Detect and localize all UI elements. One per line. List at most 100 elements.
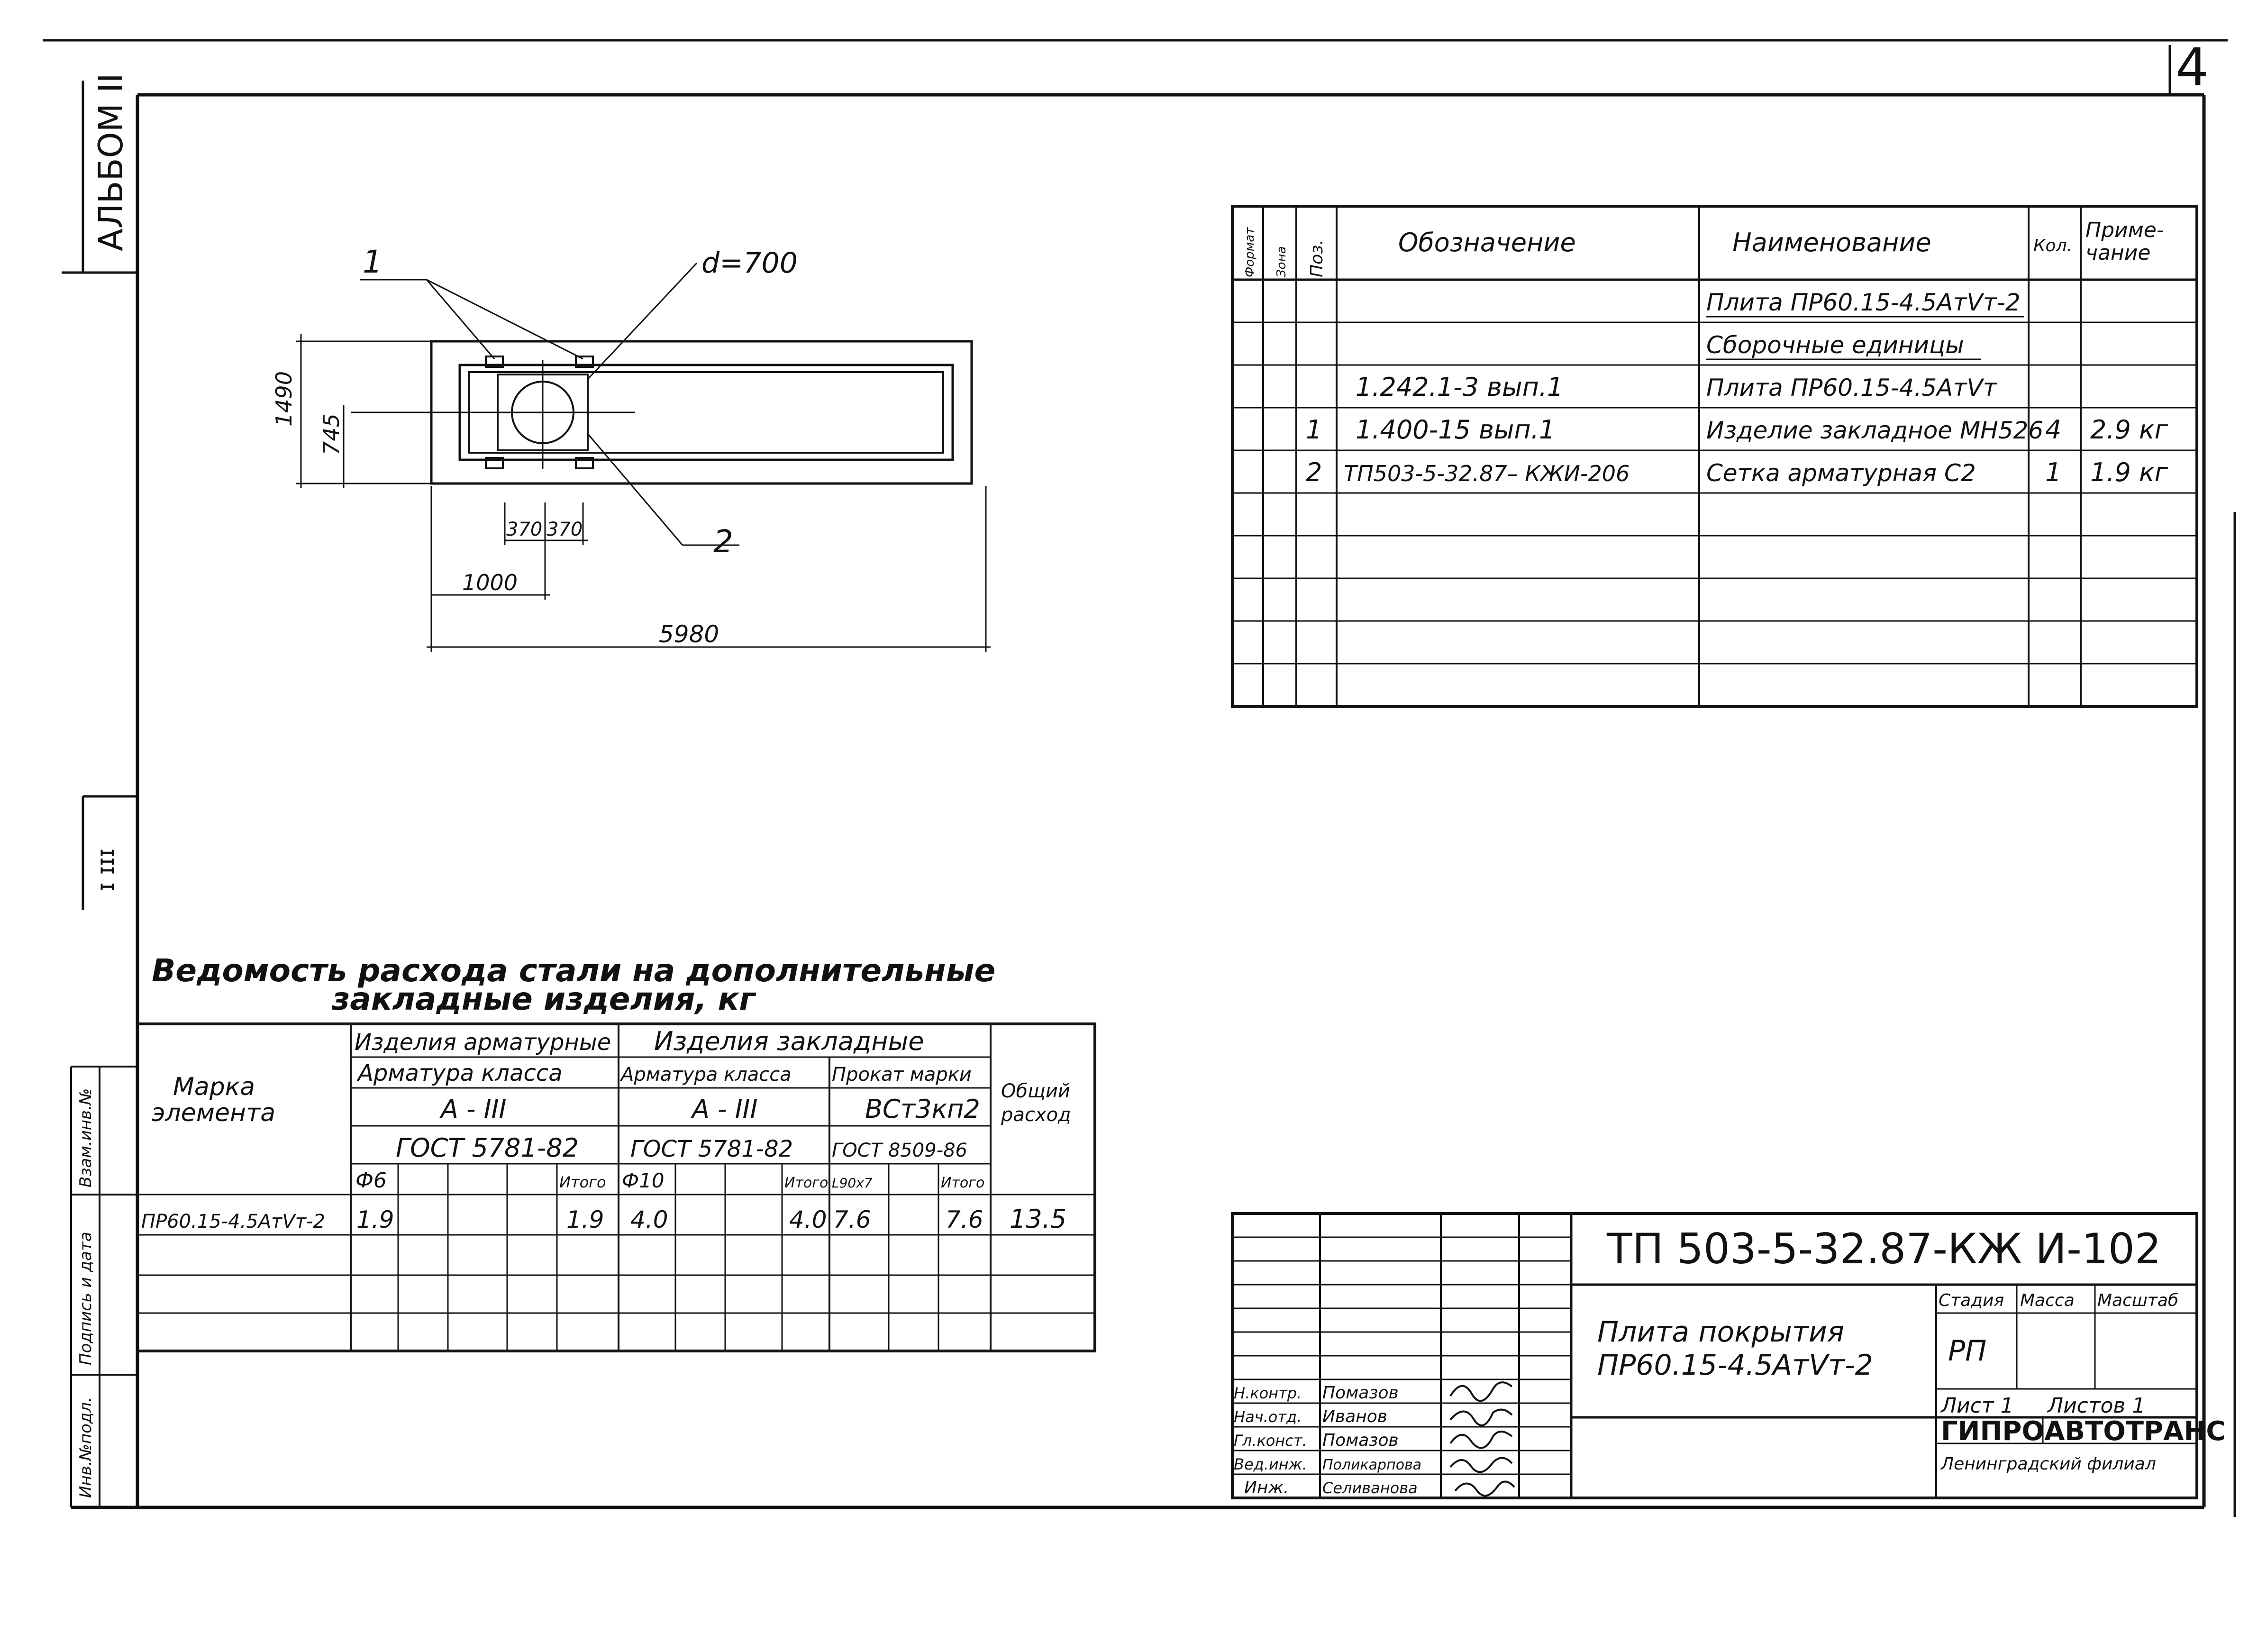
signatures — [1449, 1381, 1515, 1497]
steel-h-a3-1: А - III — [439, 1094, 507, 1124]
spec-row-2-name: Плита ПР60.15-4.5АтVт — [1706, 374, 1998, 402]
stage-header: Стадия — [1939, 1291, 2004, 1310]
spec-row-3-note: 2.9 кг — [2090, 415, 2168, 445]
callout-2: 2 — [713, 523, 733, 560]
dim-370a: 370 — [506, 519, 542, 540]
spec-row-4-name: Сетка арматурная С2 — [1706, 459, 1976, 487]
spec-row-2-designation: 1.242.1-3 вып.1 — [1356, 372, 1563, 402]
doc-title-2: ПР60.15-4.5АтVт-2 — [1597, 1349, 1873, 1382]
mass-header: Масса — [2020, 1291, 2075, 1310]
spec-col-name: Наименование — [1732, 228, 1931, 257]
steel-h-itogo-1: Итого — [559, 1173, 606, 1191]
org-branch: Ленинградский филиал — [1940, 1454, 2156, 1474]
spec-col-zone: Зона — [1275, 246, 1289, 277]
callout-d: d=700 — [701, 246, 798, 280]
steel-title-2: закладные изделия, кг — [331, 981, 756, 1017]
callout-1: 1 — [363, 244, 382, 280]
signature-2 — [1449, 1431, 1513, 1449]
spec-row-0-name: Плита ПР60.15-4.5АтVт-2 — [1706, 289, 2021, 316]
left-margin — [62, 81, 137, 1507]
steel-h-d6: Ф6 — [355, 1168, 387, 1193]
steel-h-l: L90x7 — [832, 1175, 873, 1191]
role-4: Инж. — [1244, 1478, 1289, 1497]
steel-h-itogo-3: Итого — [941, 1175, 984, 1191]
steel-h-gost-3: ГОСТ 8509-86 — [832, 1140, 967, 1161]
steel-row-itogo-1: 1.9 — [566, 1206, 604, 1233]
spec-row-4-pos: 2 — [1306, 457, 1322, 487]
steel-table — [136, 1022, 1096, 1352]
steel-h-class-2: Арматура класса — [619, 1064, 792, 1086]
signature-3 — [1449, 1457, 1513, 1473]
role-3-name: Поликарпова — [1322, 1457, 1421, 1473]
specification-table — [1231, 205, 2198, 708]
spec-row-1-name: Сборочные единицы — [1706, 331, 1964, 359]
role-3: Вед.инж. — [1234, 1455, 1307, 1473]
vzam-label: Взам.инв.№ — [76, 1088, 95, 1187]
role-1-name: Иванов — [1322, 1407, 1387, 1426]
dim-745: 745 — [319, 413, 344, 455]
role-2-name: Помазов — [1322, 1431, 1399, 1450]
margin-mark: ɪ ɪɪɪ — [92, 849, 119, 891]
role-0: Н.контр. — [1234, 1384, 1302, 1402]
signature-1 — [1449, 1408, 1513, 1426]
steel-h-class-1: Арматура класса — [356, 1060, 563, 1086]
sheet-number: 4 — [2176, 37, 2209, 98]
steel-h-itogo-2: Итого — [784, 1175, 828, 1191]
spec-col-pos: Поз. — [1307, 239, 1327, 277]
signature-4 — [1454, 1480, 1515, 1497]
steel-h-vst: ВСт3кп2 — [865, 1094, 980, 1124]
spec-row-3-pos: 1 — [1306, 415, 1322, 445]
steel-h-total-1: Общий — [1001, 1080, 1070, 1102]
steel-h-gost-2: ГОСТ 5781-82 — [630, 1136, 793, 1162]
inv-label: Инв.№подл. — [76, 1397, 95, 1498]
steel-h-d10: Ф10 — [622, 1169, 665, 1192]
title-block — [1231, 1212, 2198, 1499]
spec-row-4-qty: 1 — [2045, 457, 2061, 487]
spec-row-3-qty: 4 — [2045, 415, 2061, 445]
album-label: АЛЬБОМ II — [91, 73, 130, 251]
org-name: ГИПРОАВТОТРАНС — [1941, 1416, 2225, 1447]
steel-h-total-2: расход — [1001, 1104, 1071, 1126]
sign-label: Подпись и дата — [76, 1232, 95, 1365]
spec-row-3-name: Изделие закладное МН526 — [1706, 417, 2043, 444]
spec-row-4-note: 1.9 кг — [2090, 457, 2168, 487]
spec-row-4-designation: ТП503-5-32.87– КЖИ-206 — [1344, 461, 1630, 486]
signature-0 — [1449, 1381, 1513, 1402]
dim-1490: 1490 — [271, 371, 297, 427]
role-0-name: Помазов — [1322, 1383, 1399, 1403]
steel-row-total: 13.5 — [1010, 1204, 1066, 1234]
spec-col-note-2: чание — [2085, 241, 2150, 265]
steel-h-mark-2: элемента — [152, 1099, 275, 1127]
doc-code: ТП 503-5-32.87-КЖ И-102 — [1606, 1224, 2161, 1273]
steel-h-rebar: Изделия арматурные — [355, 1029, 611, 1056]
steel-h-embed: Изделия закладные — [654, 1026, 924, 1056]
role-2: Гл.конст. — [1234, 1432, 1307, 1450]
spec-col-designation: Обозначение — [1398, 228, 1576, 257]
stage-value: РП — [1948, 1334, 1986, 1368]
sheet-label: Лист 1 — [1940, 1394, 2013, 1418]
steel-h-a3-2: А - III — [691, 1094, 758, 1124]
steel-h-mark-1: Марка — [173, 1073, 255, 1101]
steel-row-d6: 1.9 — [356, 1206, 394, 1233]
steel-row-l: 7.6 — [833, 1206, 871, 1233]
spec-col-format: Формат — [1243, 227, 1257, 277]
steel-row-itogo-3: 7.6 — [946, 1206, 983, 1233]
sheets-label: Листов 1 — [2047, 1394, 2145, 1418]
steel-row-itogo-2: 4.0 — [789, 1206, 827, 1233]
plan-drawing — [296, 262, 991, 652]
sheet-frame — [43, 39, 2236, 1517]
dim-1000: 1000 — [462, 570, 518, 595]
role-4-name: Селиванова — [1322, 1479, 1418, 1497]
spec-row-3-designation: 1.400-15 вып.1 — [1356, 415, 1555, 445]
steel-h-rolled: Прокат марки — [832, 1064, 972, 1086]
spec-col-qty: Кол. — [2033, 236, 2072, 256]
role-1: Нач.отд. — [1234, 1408, 1302, 1426]
dim-370b: 370 — [546, 519, 583, 540]
doc-title-1: Плита покрытия — [1597, 1315, 1844, 1349]
steel-h-gost-1: ГОСТ 5781-82 — [396, 1133, 579, 1163]
steel-row-d10: 4.0 — [630, 1206, 668, 1233]
scale-header: Масштаб — [2097, 1291, 2178, 1310]
dim-5980: 5980 — [659, 621, 719, 648]
steel-row-mark: ПР60.15-4.5АтVт-2 — [141, 1211, 325, 1232]
